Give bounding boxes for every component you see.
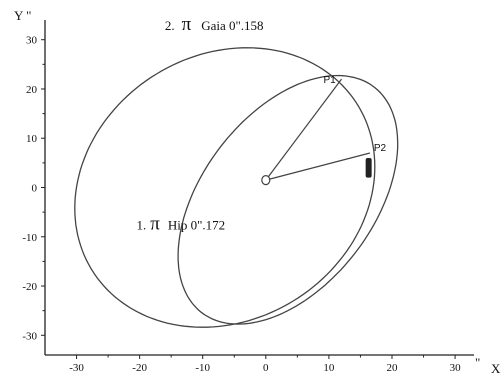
annotation-hip: 1. π Hip 0".172 <box>136 213 225 234</box>
x-tick-label: 10 <box>323 362 335 374</box>
series-gaia-curve <box>74 47 376 328</box>
y-tick-label: 0 <box>32 183 38 195</box>
y-axis-title: Y " <box>14 8 31 23</box>
y-tick-label: 20 <box>26 84 38 96</box>
annotation-gaia-symbol: π <box>182 14 192 35</box>
annotation-gaia: 2. π Gaia 0".158 <box>165 14 264 35</box>
y-ticks: -30 -20 -10 0 10 20 30 <box>22 35 45 342</box>
y-tick-label: -30 <box>22 330 37 342</box>
series-hip-curve <box>177 74 399 325</box>
annotation-hip-symbol: π <box>150 213 160 234</box>
annotation-hip-text: Hip 0".172 <box>168 217 225 232</box>
position-cluster <box>365 157 372 178</box>
radius-line-p2 <box>265 152 371 181</box>
x-axis-title: X <box>491 361 501 376</box>
annotation-hip-prefix: 1. <box>136 217 146 232</box>
x-axis-unit: " <box>475 355 480 370</box>
point-label-p2: P2 <box>374 143 387 154</box>
x-ticks: -30 -20 -10 0 10 20 30 <box>69 355 461 374</box>
point-label-p1: P1 <box>324 75 337 86</box>
series-layer <box>74 47 399 328</box>
x-tick-label: -10 <box>195 362 210 374</box>
y-tick-label: -10 <box>22 232 37 244</box>
y-tick-label: -20 <box>22 281 37 293</box>
x-tick-label: -30 <box>69 362 84 374</box>
annotation-gaia-prefix: 2. <box>165 18 175 33</box>
center-point <box>261 175 271 186</box>
y-tick-label: 10 <box>26 133 38 145</box>
x-tick-label: 30 <box>450 362 462 374</box>
x-tick-label: 0 <box>263 362 269 374</box>
y-tick-label: 30 <box>26 35 38 47</box>
x-tick-label: 20 <box>386 362 398 374</box>
radius-line-p1 <box>265 78 342 181</box>
annotation-gaia-text: Gaia 0".158 <box>201 18 263 33</box>
x-tick-label: -20 <box>132 362 147 374</box>
